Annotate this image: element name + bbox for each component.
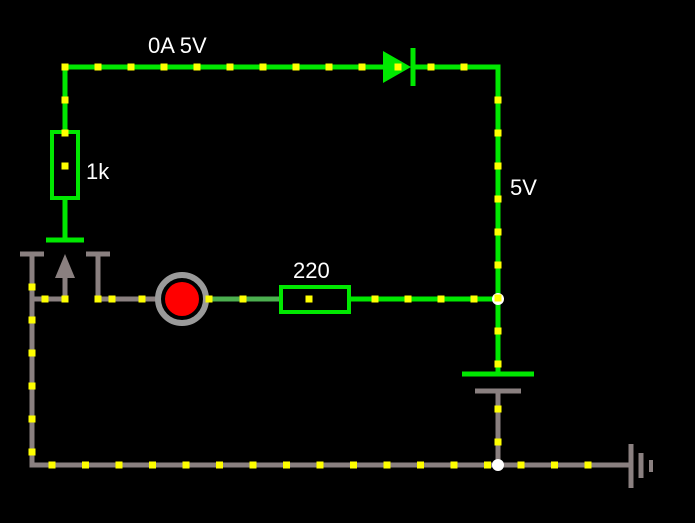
current-dot — [460, 63, 468, 71]
current-dot — [182, 461, 190, 469]
current-dot — [371, 295, 379, 303]
current-dot — [28, 382, 36, 390]
current-dot — [517, 461, 525, 469]
current-dot — [28, 316, 36, 324]
transistor-icon[interactable] — [20, 237, 110, 299]
current-dot — [494, 294, 502, 302]
current-dots — [28, 63, 592, 469]
current-dot — [193, 63, 201, 71]
current-dot — [494, 162, 502, 170]
top-wire-label: 0A 5V — [148, 33, 207, 58]
current-dot — [160, 63, 168, 71]
current-dot — [394, 63, 402, 71]
current-dot — [205, 295, 213, 303]
current-dot — [450, 461, 458, 469]
current-dot — [108, 295, 116, 303]
current-dot — [494, 195, 502, 203]
current-dot — [28, 415, 36, 423]
junction-node[interactable] — [492, 459, 504, 471]
current-dot — [82, 461, 89, 469]
current-dot — [28, 283, 36, 291]
current-dot — [226, 63, 234, 71]
current-dot — [358, 63, 366, 71]
current-dot — [494, 228, 502, 236]
current-dot — [249, 461, 257, 469]
current-dot — [28, 448, 36, 456]
current-dot — [61, 129, 69, 137]
current-dot — [216, 461, 223, 469]
current-dot — [138, 295, 146, 303]
current-dot — [259, 63, 267, 71]
current-dot — [494, 129, 502, 137]
resistor-220-icon[interactable] — [279, 285, 351, 314]
current-dot — [61, 162, 69, 170]
current-dot — [404, 295, 412, 303]
current-dot — [61, 63, 69, 71]
current-dot — [61, 295, 69, 303]
current-dot — [417, 461, 424, 469]
current-dot — [494, 360, 502, 368]
current-dot — [494, 261, 502, 269]
current-dot — [41, 295, 49, 303]
current-dot — [292, 63, 300, 71]
current-dot — [94, 295, 102, 303]
current-dot — [494, 96, 502, 104]
current-dot — [350, 461, 357, 469]
active-wires — [62, 64, 501, 377]
current-dot — [305, 295, 313, 303]
right-wire-label: 5V — [510, 175, 537, 200]
current-dot — [48, 461, 56, 469]
current-dot — [127, 63, 135, 71]
current-dot — [470, 295, 478, 303]
current-dot — [484, 461, 491, 469]
led-icon[interactable] — [155, 272, 209, 326]
current-dot — [437, 295, 445, 303]
current-dot — [316, 461, 324, 469]
current-dot — [325, 63, 333, 71]
current-dot — [94, 63, 102, 71]
current-dot — [551, 461, 558, 469]
current-dot — [427, 63, 435, 71]
current-dot — [383, 461, 391, 469]
current-dot — [494, 438, 502, 446]
current-dot — [149, 461, 156, 469]
current-dot — [115, 461, 123, 469]
current-dot — [283, 461, 290, 469]
battery-icon[interactable] — [462, 371, 534, 394]
current-dot — [494, 405, 502, 413]
current-dot — [239, 295, 247, 303]
current-dot — [494, 327, 502, 335]
current-dot — [584, 461, 592, 469]
resistor-220-label: 220 — [293, 258, 330, 283]
ground-icon[interactable] — [628, 444, 653, 488]
current-dot — [61, 96, 69, 104]
current-dot — [28, 349, 36, 357]
resistor-1k-label: 1k — [86, 159, 110, 184]
